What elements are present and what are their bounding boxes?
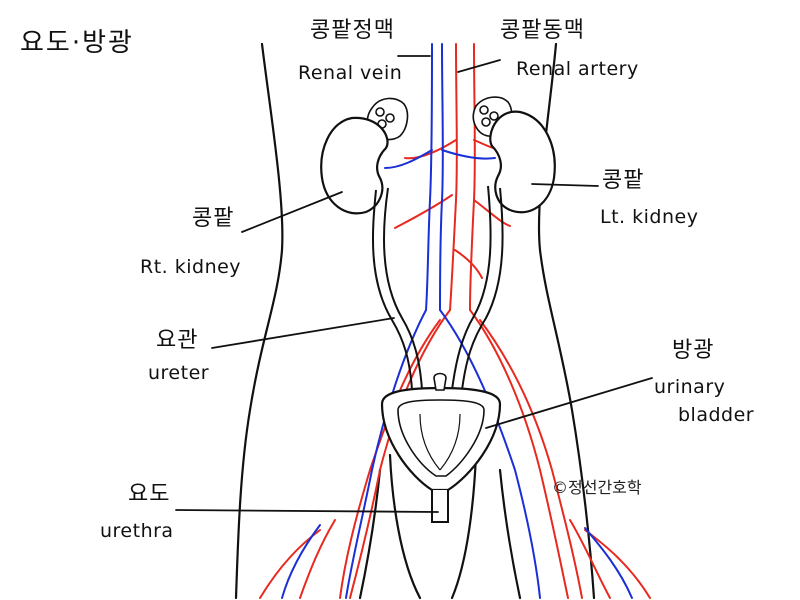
urethra <box>431 490 449 523</box>
rt-kidney-label-en: Rt. kidney <box>140 256 242 278</box>
ureters <box>372 185 504 391</box>
urethra-label-en: urethra <box>100 520 174 542</box>
renal-vein-label-en: Renal vein <box>298 62 403 84</box>
right-kidney <box>320 116 389 215</box>
bladder-label-en-line2: bladder <box>678 404 755 426</box>
leader-lines <box>175 55 653 513</box>
bladder-label-en-line1: urinary <box>654 376 726 398</box>
aorta-and-arteries <box>259 43 651 599</box>
renal-vein-label-ko: 콩팥정맥 <box>310 18 395 43</box>
ureter-label-ko: 요관 <box>156 328 199 353</box>
bladder-label-ko: 방광 <box>672 338 715 363</box>
vena-cava-and-veins <box>281 43 633 599</box>
renal-artery-label-en: Renal artery <box>516 58 639 80</box>
kidneys <box>320 110 556 215</box>
left-kidney <box>489 110 556 214</box>
urinary-bladder <box>380 372 502 492</box>
rt-kidney-label-ko: 콩팥 <box>192 206 235 231</box>
urethra-label-ko: 요도 <box>128 482 171 507</box>
ureter-label-en: ureter <box>148 362 210 384</box>
renal-artery-label-ko: 콩팥동맥 <box>500 18 585 43</box>
copyright-credit: ©정선간호학 <box>552 478 642 497</box>
lt-kidney-label-ko: 콩팥 <box>602 168 645 193</box>
lt-kidney-label-en: Lt. kidney <box>600 206 699 228</box>
page-title: 요도·방광 <box>20 28 134 58</box>
